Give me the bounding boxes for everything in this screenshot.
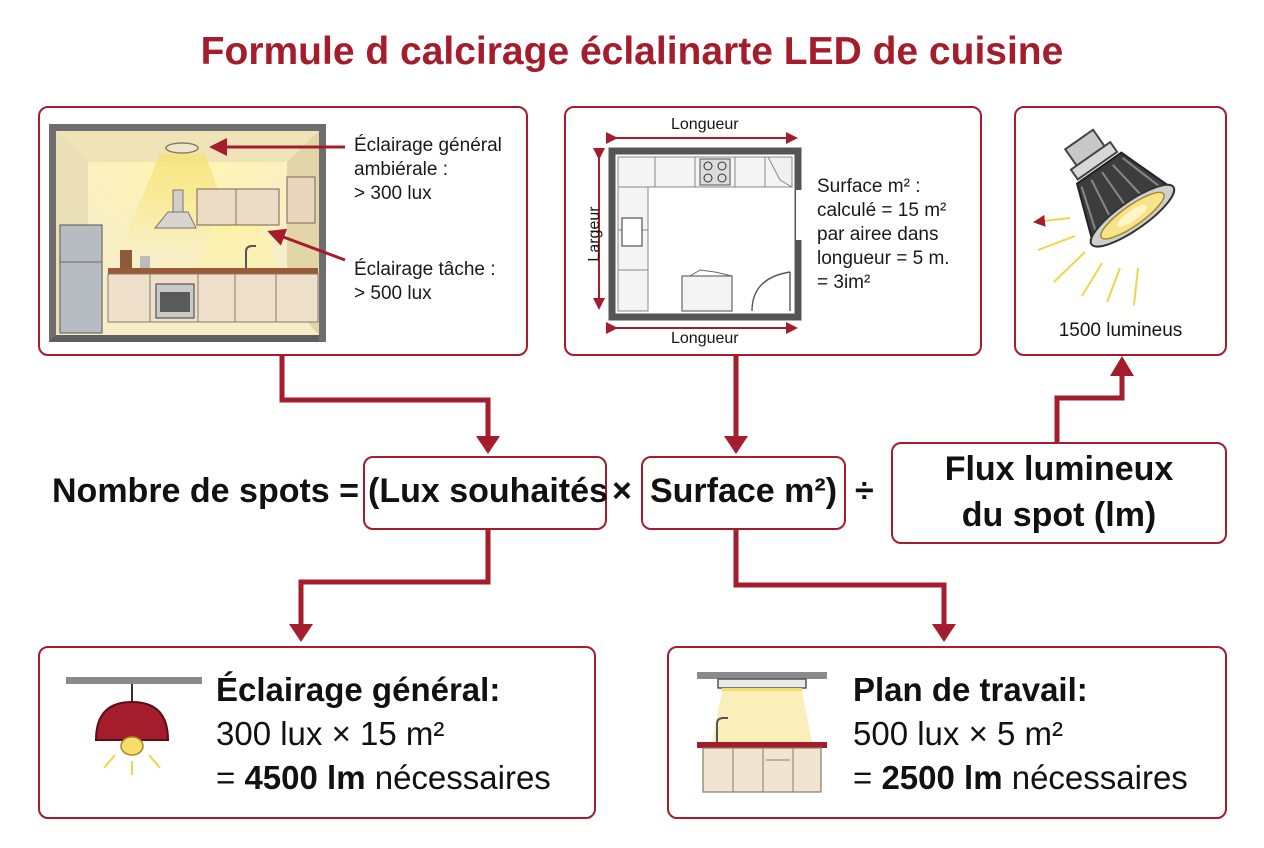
result-general-value: 4500 lm [244,759,366,796]
width-label: Largeur [586,206,603,262]
floor-plan [593,132,802,334]
formula-term-lux [363,456,607,530]
result-work-calc: 500 lux × 5 m² [853,715,1064,752]
formula-times: × [612,472,632,510]
result-work-value: 2500 lm [881,759,1003,796]
general-lighting-label: Éclairage général [354,135,502,156]
surface-note-2: calculé = 15 m² [817,200,947,221]
arrow-icon [279,356,1125,628]
general-lighting-label-2: ambiérale : [354,159,448,180]
surface-note-3: par airee dans [817,224,939,245]
result-work-suffix: nécessaires [1002,759,1188,796]
led-spot-icon [1033,128,1176,306]
result-general-suffix: nécessaires [365,759,551,796]
formula-term-flux [891,442,1227,544]
formula-lhs: Nombre de spots = [52,472,360,510]
counter-light-icon [697,672,827,793]
kitchen-illustration [49,124,326,342]
result-work-prefix: = [853,759,882,796]
general-lighting-value: > 300 lux [354,183,432,204]
formula-term-surface-text: Surface m²) [649,472,838,510]
spot-caption: 1500 lumineus [1058,320,1183,341]
formula-term-flux-line1: Flux lumineux [944,450,1174,488]
result-work-total: = 2500 lm nécessaires [853,756,1188,799]
pendant-lamp-icon [66,677,202,775]
formula-term-lux-text: (Lux souhaités [368,472,608,510]
result-general-calc: 300 lux × 15 m² [216,715,445,752]
page-title: Formule d calcirage éclalinarte LED de c… [200,30,1064,73]
result-work-heading: Plan de travail: [853,671,1088,708]
formula-term-surface [641,456,846,530]
formula-divide: ÷ [855,472,874,510]
result-general-heading: Éclairage général: [216,671,501,708]
result-general-prefix: = [216,759,245,796]
length-bottom-label: Longueur [671,330,739,347]
surface-note-5: = 3im² [817,272,871,293]
formula-term-flux-line2: du spot (lm) [961,496,1157,534]
length-top-label: Longueur [671,116,739,133]
task-lighting-value: > 500 lux [354,283,432,304]
result-general-total: = 4500 lm nécessaires [216,756,551,799]
task-lighting-label: Éclairage tâche : [354,259,496,280]
surface-note-1: Surface m² : [817,176,921,197]
surface-note-4: longueur = 5 m. [817,248,950,269]
